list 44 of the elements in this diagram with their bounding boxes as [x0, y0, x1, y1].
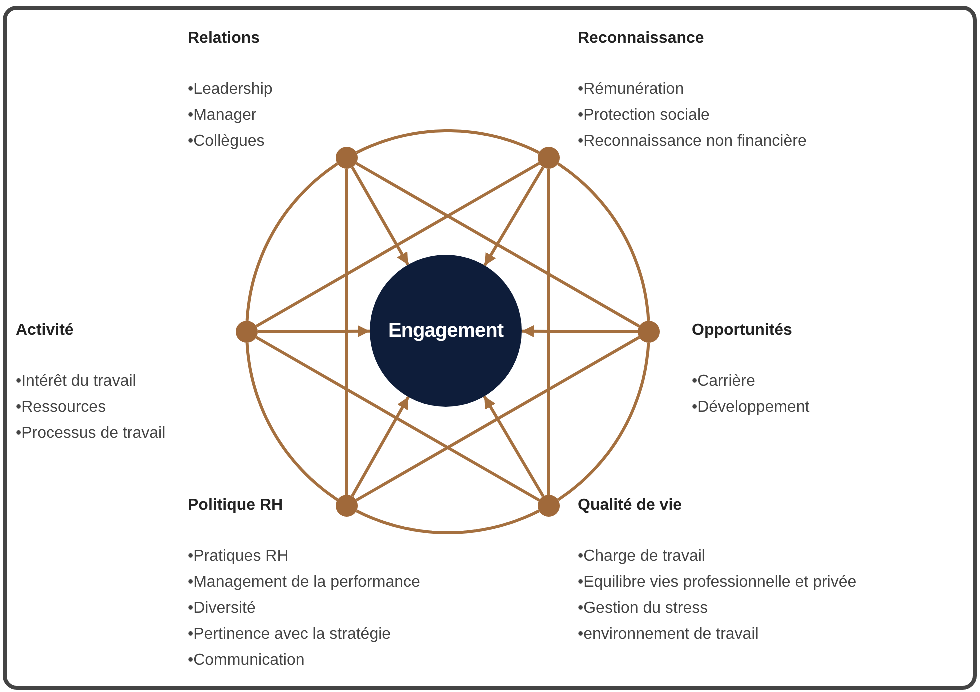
bullet-item: •Protection sociale [578, 107, 710, 125]
category-heading: Activité [16, 322, 74, 340]
connector-line [557, 162, 650, 322]
bullet-item: •environnement de travail [578, 626, 759, 644]
connector-line [356, 336, 640, 502]
bullet-item: •Communication [188, 652, 305, 670]
bullet-item: •Rémunération [578, 81, 684, 99]
bullet-item: •Carrière [692, 373, 756, 391]
bullet-item: •Développement [692, 399, 810, 417]
connector-line [346, 169, 348, 495]
category-heading: Qualité de vie [578, 497, 682, 515]
bullet-item: •Equilibre vies professionnelle et privée [578, 574, 857, 592]
arrow [258, 325, 370, 338]
connector-line [256, 162, 540, 328]
bullet-item: •Ressources [16, 399, 106, 417]
connector-line [246, 162, 339, 322]
bullet-item: •Pratiques RH [188, 548, 289, 566]
bullet-item: •Charge de travail [578, 548, 706, 566]
bullet-item: •Management de la performance [188, 574, 420, 592]
category-heading: Reconnaissance [578, 30, 704, 48]
bullet-item: •Pertinence avec la stratégie [188, 626, 392, 644]
arrow [484, 166, 545, 266]
connector-line [557, 342, 650, 502]
bullet-item: •Manager [188, 107, 257, 125]
connector-line [256, 336, 540, 502]
category-heading: Politique RH [188, 497, 284, 515]
connector-line [356, 130, 540, 154]
arrow [351, 166, 410, 266]
bullet-item: •Reconnaissance non financière [578, 133, 807, 151]
arrow [351, 396, 410, 498]
category-heading: Relations [188, 30, 260, 48]
bullet-item: •Gestion du stress [578, 600, 708, 618]
bullet-item: •Diversité [188, 600, 256, 618]
connector-line [356, 510, 540, 534]
bullet-item: •Intérêt du travail [16, 373, 136, 391]
bullet-item: •Collègues [188, 133, 265, 151]
arrow [483, 396, 545, 498]
category-heading: Opportunités [692, 322, 792, 340]
bullet-item: •Leadership [188, 81, 273, 99]
connector-line [356, 162, 640, 328]
bullet-item: •Processus de travail [16, 425, 166, 443]
arrow [522, 325, 638, 338]
connector-line [246, 342, 339, 502]
connector-line [548, 169, 550, 495]
